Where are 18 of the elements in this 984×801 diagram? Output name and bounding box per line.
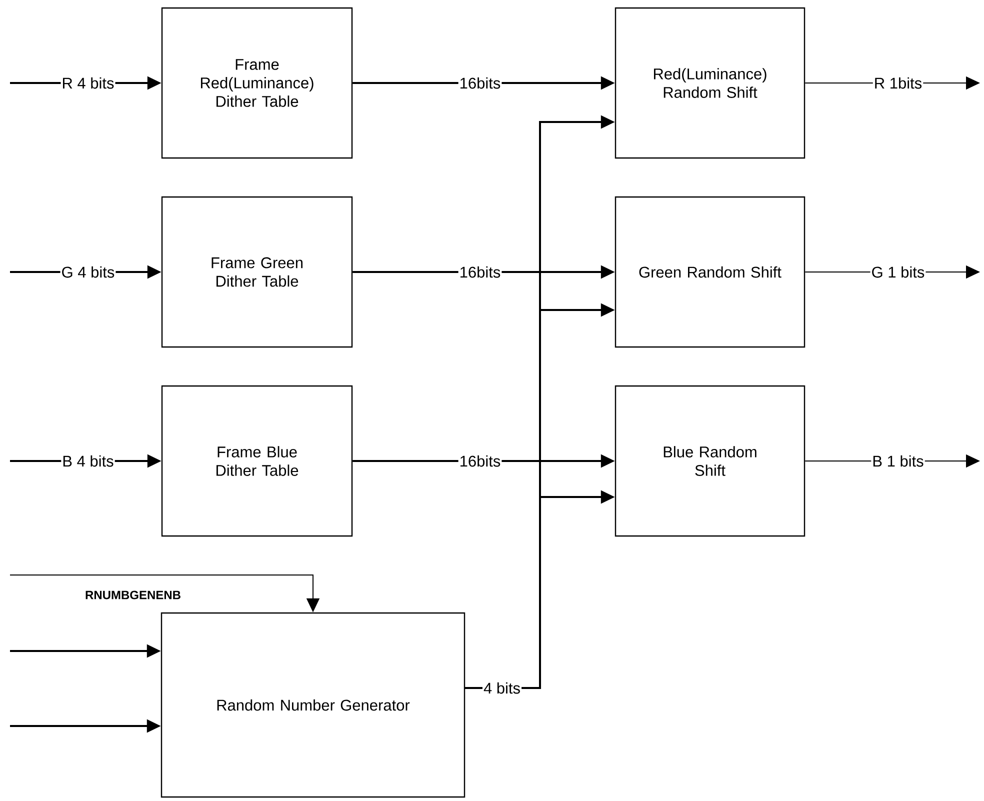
edge-label: 16bits: [458, 454, 502, 468]
block-box: Green Random Shift: [614, 196, 806, 348]
edge-label: 16bits: [458, 76, 502, 90]
edge-label: 16bits: [458, 265, 502, 279]
edge-label: G 4 bits: [60, 265, 116, 279]
edge-label: G 1 bits: [870, 265, 926, 279]
block-box: Frame Green Dither Table: [161, 196, 353, 348]
signal-label: RNUMBGENENB: [86, 590, 180, 600]
block-box: Random Number Generator: [160, 612, 466, 798]
edge-label: R 4 bits: [60, 76, 116, 90]
block-box: Frame Red(Luminance) Dither Table: [161, 7, 353, 159]
block-box: Frame Blue Dither Table: [161, 385, 353, 537]
block-box: Red(Luminance) Random Shift: [614, 7, 806, 159]
edge-label: B 4 bits: [61, 454, 115, 468]
block-box: Blue Random Shift: [614, 385, 806, 537]
edge-label: 4 bits: [482, 681, 522, 695]
edge-label: R 1bits: [872, 76, 924, 90]
edge-label: B 1 bits: [871, 454, 925, 468]
